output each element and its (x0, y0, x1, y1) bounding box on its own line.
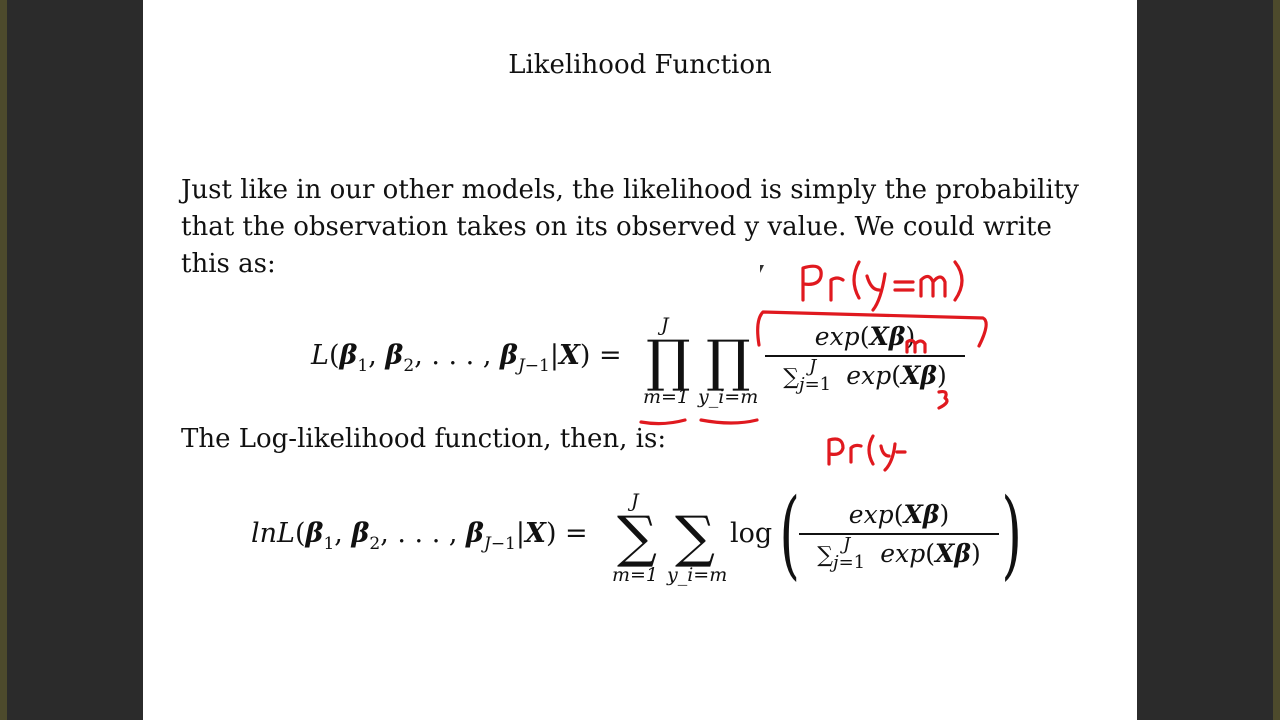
product-symbol-2: ∏ (706, 329, 751, 394)
eq1-prod1-upper: J (661, 314, 669, 336)
eq2-sum2-lower: y_i=m (667, 564, 728, 586)
eq1-lhs: L(β1, β2, . . . , βJ−1|X) = (311, 340, 622, 376)
summation-symbol-1: ∑ (617, 505, 657, 570)
eq2-lhs: lnL(β1, β2, . . . , βJ−1|X) = (251, 518, 588, 554)
eq1-numerator: exp(Xβ) (814, 322, 916, 351)
right-paren: ) (1001, 478, 1023, 590)
left-paren: ( (779, 478, 801, 590)
eq2-sum1-upper: J (631, 490, 639, 512)
eq1-prod2-lower: y_i=m (698, 386, 759, 408)
eq1-denominator: ∑j=1J exp(Xβ) (783, 355, 947, 395)
mouse-cursor (760, 265, 764, 273)
window-edge-left (0, 0, 7, 720)
summation-symbol-2: ∑ (675, 505, 715, 570)
loglik-paragraph: The Log-likelihood function, then, is: (181, 424, 667, 454)
window-edge-right (1273, 0, 1280, 720)
intro-paragraph: Just like in our other models, the likel… (181, 175, 1079, 279)
eq2-log: log (730, 518, 773, 549)
slide-title: Likelihood Function (508, 50, 772, 80)
eq2-denominator: ∑j=1J exp(Xβ) (817, 533, 981, 573)
slide-page: Likelihood Function Just like in our oth… (143, 0, 1137, 720)
eq2-sum1-lower: m=1 (612, 564, 659, 586)
eq1-prod1-lower: m=1 (643, 386, 690, 408)
eq2-fraction: exp(Xβ) ∑j=1J exp(Xβ) (799, 500, 999, 573)
eq2-numerator: exp(Xβ) (848, 500, 950, 529)
eq1-fraction: exp(Xβ) ∑j=1J exp(Xβ) (765, 322, 965, 395)
ink-annotations (639, 260, 988, 472)
product-symbol-1: ∏ (646, 329, 691, 394)
